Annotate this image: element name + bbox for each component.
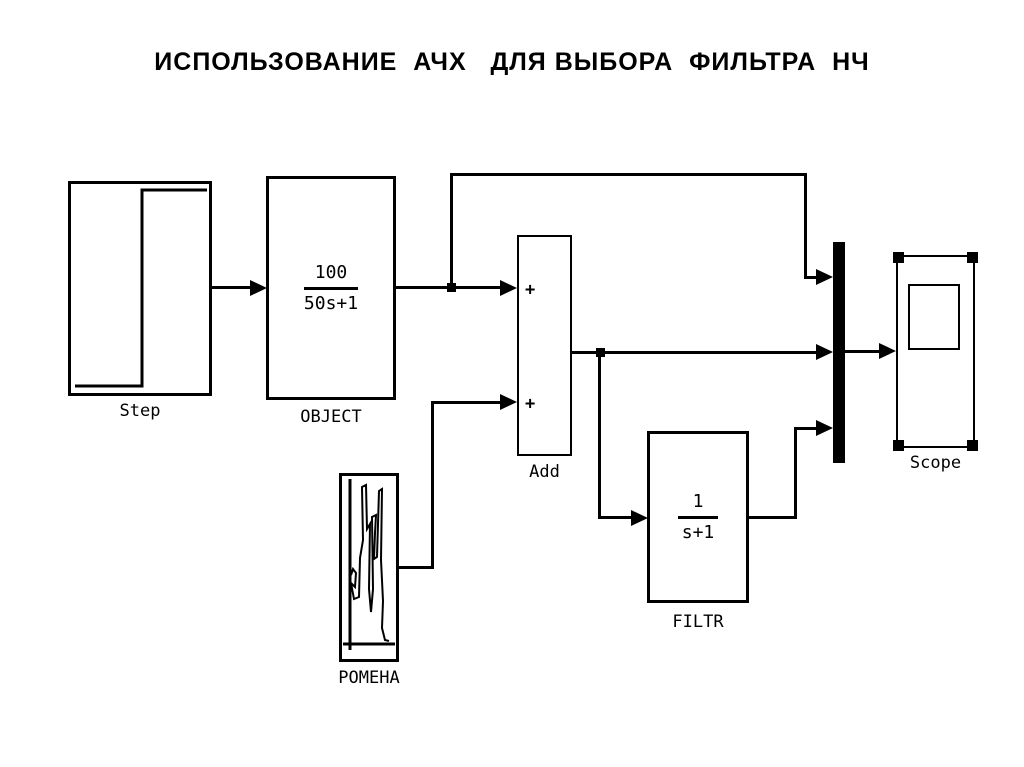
noise-signal-icon — [343, 479, 395, 650]
arrowhead-icon — [631, 510, 648, 526]
filtr-transfer-function: 1 s+1 — [650, 434, 746, 600]
arrowhead-icon — [879, 343, 896, 359]
scope-block-label: Scope — [909, 453, 962, 473]
filtr-block[interactable]: 1 s+1 — [647, 431, 749, 603]
step-block[interactable] — [68, 181, 212, 396]
wire-into-mux1[interactable] — [804, 276, 818, 279]
add-block[interactable]: + + — [517, 235, 572, 456]
fraction-bar — [304, 286, 358, 290]
arrowhead-icon — [816, 344, 833, 360]
object-tf-denominator: 50s+1 — [303, 292, 359, 314]
object-block[interactable]: 100 50s+1 — [266, 176, 396, 400]
wire-add-mux[interactable] — [572, 351, 818, 354]
pomeha-block-label: POMEHA — [338, 668, 400, 688]
add-block-label: Add — [529, 462, 560, 482]
selection-handle[interactable] — [967, 440, 978, 451]
wire-top-drop[interactable] — [804, 173, 807, 279]
wire-filtr-up[interactable] — [794, 427, 797, 519]
pomeha-block[interactable] — [339, 473, 399, 662]
arrowhead-icon — [816, 420, 833, 436]
arrowhead-icon — [816, 269, 833, 285]
object-tf-numerator: 100 — [314, 261, 348, 283]
add-input1-sign: + — [525, 280, 536, 300]
wire-to-filtr[interactable] — [598, 516, 632, 519]
fraction-bar — [678, 515, 718, 519]
wire-into-mux3[interactable] — [794, 427, 818, 430]
filtr-tf-denominator: s+1 — [681, 521, 715, 543]
filtr-tf-numerator: 1 — [692, 490, 704, 512]
wire-filtr-out[interactable] — [749, 516, 797, 519]
add-input2-sign: + — [525, 394, 536, 414]
arrowhead-icon — [250, 280, 267, 296]
wire-pomeha-up[interactable] — [431, 401, 434, 569]
wire-branch-up[interactable] — [450, 173, 453, 288]
scope-block[interactable] — [893, 252, 978, 451]
selection-handle[interactable] — [967, 252, 978, 263]
selection-handle[interactable] — [893, 252, 904, 263]
step-block-label: Step — [119, 401, 161, 421]
selection-handle[interactable] — [893, 440, 904, 451]
wire-pomeha-add[interactable] — [431, 401, 501, 404]
scope-screen-icon — [908, 284, 960, 350]
wire-top-run[interactable] — [450, 173, 807, 176]
wire-pomeha-out[interactable] — [399, 566, 434, 569]
object-transfer-function: 100 50s+1 — [269, 179, 393, 397]
arrowhead-icon — [500, 394, 517, 410]
wire-mux-scope[interactable] — [845, 350, 881, 353]
wire-branch-down[interactable] — [598, 352, 601, 519]
mux-block[interactable] — [833, 242, 845, 463]
wire-step-object[interactable] — [205, 286, 251, 289]
step-signal-icon — [75, 188, 207, 388]
arrowhead-icon — [500, 280, 517, 296]
diagram-title: ИСПОЛЬЗОВАНИЕ АЧХ ДЛЯ ВЫБОРА ФИЛЬТРА НЧ — [154, 48, 870, 76]
filtr-block-label: FILTR — [672, 612, 724, 632]
object-block-label: OBJECT — [300, 407, 362, 427]
